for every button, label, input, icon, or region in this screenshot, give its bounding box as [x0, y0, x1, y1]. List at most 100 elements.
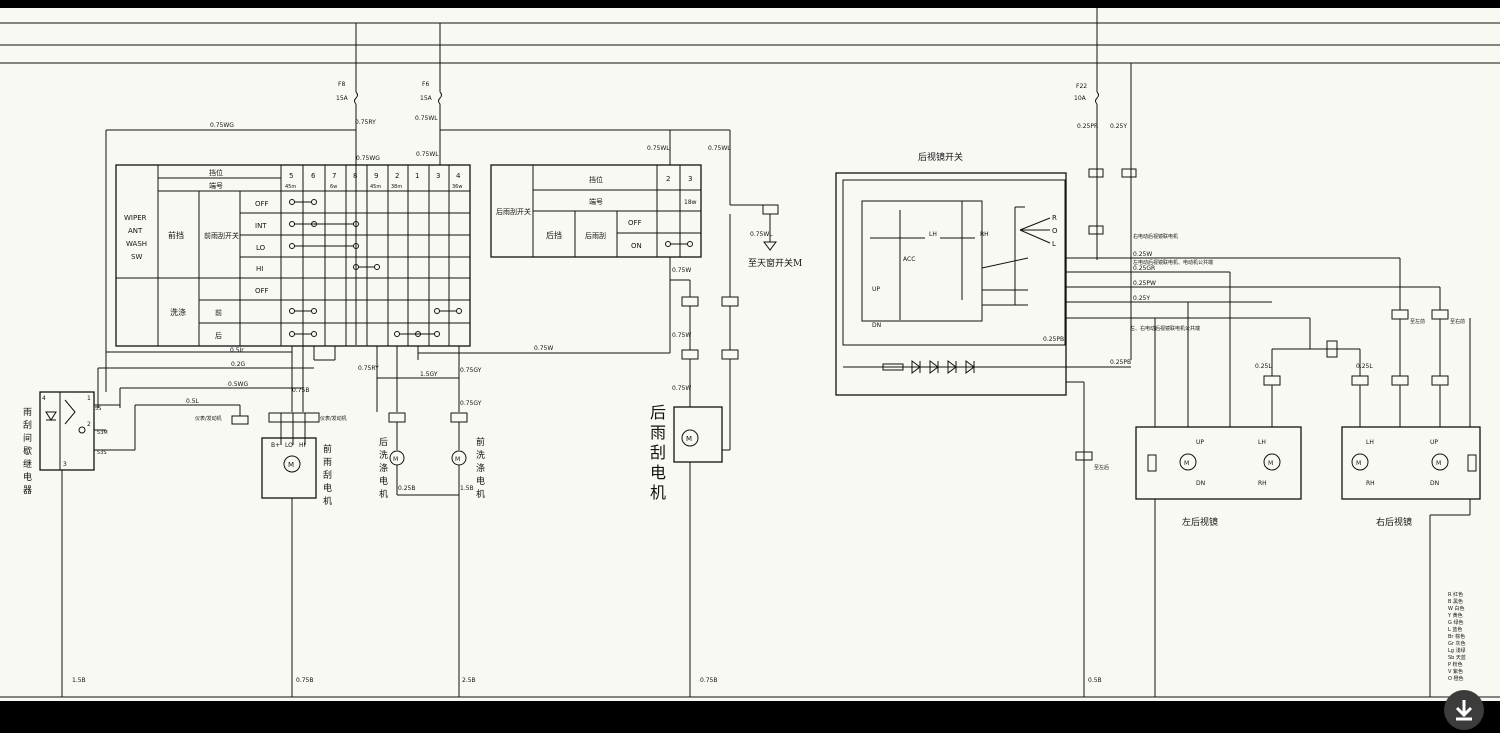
- wire-label: 0.25W: [1133, 251, 1152, 258]
- bottom-bar: [0, 701, 1500, 725]
- pin-sublabel: 45m: [285, 184, 296, 190]
- row-label: LO: [256, 244, 266, 252]
- connector-label: 至左前: [1410, 318, 1425, 325]
- wire-label: 0.5L: [186, 398, 200, 405]
- header-cell: 挡位: [209, 168, 223, 177]
- legend-item: B 黑色: [1448, 598, 1463, 605]
- motor-symbol: M: [686, 435, 692, 443]
- row-label: OFF: [255, 200, 269, 208]
- wire-label: 0.75WG: [356, 155, 380, 162]
- wire-network-left: 0.75WG 0.75WL 0.75WL 0.75WL 至天窗开关M: [105, 122, 802, 392]
- fuse-f6-rating: 15A: [420, 95, 433, 102]
- pin-sublabel: 36w: [452, 184, 462, 190]
- wire-label: 0.75GY: [460, 367, 482, 374]
- rear-washer-motor: M 0.25B 后 洗 涤 电 机: [379, 422, 459, 500]
- relay-tag: 5S: [95, 406, 101, 412]
- relay-pin: 2: [87, 421, 91, 428]
- rear-group: 后挡: [546, 230, 562, 240]
- rear-left-label: 后雨刮开关: [496, 207, 531, 216]
- rear-motor-label-2: 雨: [650, 423, 666, 442]
- wire-label: 0.25B: [398, 485, 415, 492]
- rear-washer-label-2: 洗: [379, 449, 388, 461]
- wire-label: 0.75GY: [460, 400, 482, 407]
- rear-motor-label-5: 机: [650, 483, 666, 502]
- ground-labels: 1.5B 0.75B 2.5B 0.75B 0.5B: [72, 677, 1102, 684]
- row-label: INT: [255, 222, 267, 230]
- download-button[interactable]: [1444, 690, 1484, 730]
- mirror-switch-pin: ACC: [903, 256, 915, 263]
- rear-motor-label-3: 刮: [650, 443, 666, 462]
- legend-item: L 蓝色: [1448, 626, 1462, 633]
- pin-number: 5: [289, 172, 293, 180]
- legend-item: P 粉色: [1448, 661, 1463, 668]
- mirror-side: R: [1052, 214, 1057, 222]
- wire-label: 0.25Y: [1110, 123, 1127, 130]
- wiring-diagram-sheet: F8 15A 0.75RY 0.75WG F6 15A 0.75WL 0.75W…: [0, 8, 1500, 701]
- relay-label-6: 电: [23, 471, 32, 483]
- right-mirror-label: 右后视镜: [1376, 516, 1412, 528]
- motor-pin: HI: [299, 442, 306, 449]
- front-washer-label-4: 电: [476, 475, 485, 487]
- legend-item: R 红色: [1448, 591, 1463, 598]
- right-mirror: M M LH UP RH DN 右后视镜: [1341, 426, 1481, 697]
- note-text: 左电动后视镜联电机、电动机公共端: [1133, 259, 1213, 266]
- relay-tag: 53M: [97, 430, 108, 436]
- rear-subheader: 端号: [589, 197, 603, 206]
- rear-washer-label-1: 后: [379, 437, 388, 448]
- pin-sublabel: 45m: [370, 184, 381, 190]
- mirror-switch: 后视镜开关 UP DN LH RH ACC R O L: [835, 151, 1067, 396]
- pin-number: 4: [456, 172, 461, 180]
- rear-row: ON: [631, 242, 642, 250]
- relay-label-5: 继: [23, 458, 32, 470]
- rear-pin-sub: 18w: [684, 199, 697, 206]
- rear-motor-label-4: 电: [650, 463, 666, 482]
- front-washer-label-5: 机: [476, 488, 485, 500]
- mirror-pin: RH: [1366, 480, 1375, 487]
- rear-washer-label-3: 涤: [379, 462, 388, 474]
- mirror-pin: LH: [1258, 439, 1266, 446]
- pin-number: 8: [353, 172, 357, 180]
- relay-pin: 3: [63, 461, 67, 468]
- mirror-side: L: [1052, 240, 1056, 248]
- rear-group-sub: 后雨刮: [585, 231, 606, 240]
- front-motor-label-2: 雨: [323, 457, 332, 468]
- ground-wire: 2.5B: [462, 677, 476, 684]
- color-legend: R 红色 B 黑色 W 白色 Y 黄色 G 绿色 L 蓝色 Br 棕色 Gr 灰…: [1447, 591, 1466, 682]
- wire-label: 0.25L: [1356, 363, 1373, 370]
- connector-label: 至左后: [1094, 464, 1109, 471]
- rear-wiper-motor: 0.75W 0.75W M 后 雨 刮 电 机: [650, 214, 739, 697]
- power-bus: [0, 22, 1500, 698]
- fuse-f8-label: F8: [338, 81, 345, 88]
- mirror-switch-pin: UP: [872, 286, 880, 293]
- wire-label: 0.5Ir: [230, 347, 244, 354]
- wire-label: 0.2G: [231, 361, 246, 368]
- relay-label-4: 歇: [23, 445, 32, 457]
- mirror-pin: RH: [1258, 480, 1267, 487]
- fuse-f22-label: F22: [1076, 83, 1087, 90]
- legend-item: Br 棕色: [1448, 633, 1465, 640]
- mirror-switch-title: 后视镜开关: [918, 151, 963, 163]
- wire-label: 0.25PR: [1077, 123, 1098, 130]
- row-label: 前: [215, 308, 222, 317]
- motor-symbol: M: [1436, 460, 1441, 467]
- left-label: SW: [131, 253, 142, 261]
- relay-label-3: 间: [23, 432, 32, 444]
- fuse-f6: F6 15A 0.75WL 0.75WL: [415, 23, 442, 165]
- left-mirror: M M UP LH DN RH 左后视镜: [1135, 426, 1302, 697]
- rear-motor-label-1: 后: [650, 403, 666, 422]
- group-label: 洗涤: [170, 307, 186, 317]
- legend-item: Y 黄色: [1447, 612, 1463, 619]
- front-motor-label-3: 刮: [323, 469, 332, 481]
- motor-symbol: M: [1356, 460, 1361, 467]
- rear-header: 挡位: [589, 175, 603, 184]
- row-label: HI: [256, 265, 263, 273]
- intermittent-relay: 1 2 3 4 5S 53M 53S 雨 刮 间 歇 继 电 器: [23, 391, 136, 697]
- header-cell: 端号: [209, 181, 223, 190]
- fuse-f22: F22 10A 0.25PR 0.25Y: [1074, 8, 1137, 360]
- pin-number: 1: [415, 172, 419, 180]
- pin-sublabel: 38m: [391, 184, 402, 190]
- ground-wire: 1.5B: [72, 677, 86, 684]
- pin-number: 9: [374, 172, 378, 180]
- front-washer-motor: M 1.5B 前 洗 涤 电 机: [451, 422, 485, 697]
